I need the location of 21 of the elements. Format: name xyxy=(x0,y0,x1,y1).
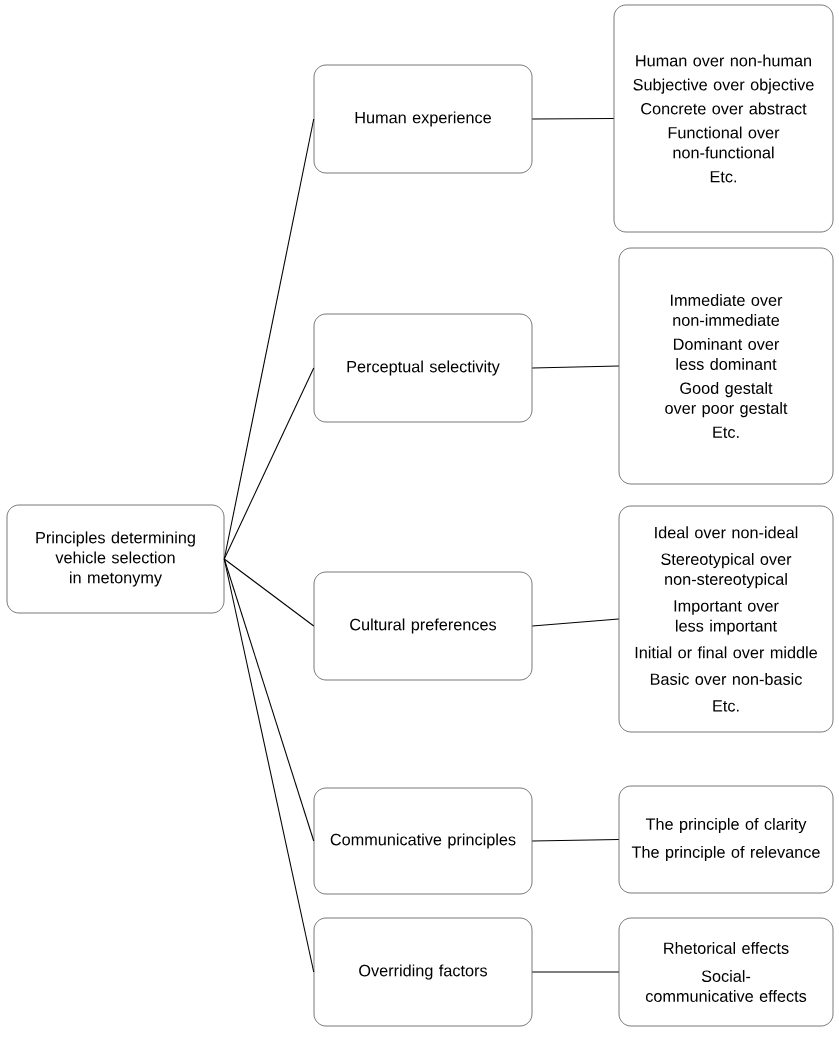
category-box: Perceptual selectivity xyxy=(313,313,533,423)
list-box: Human over non-human Subjective over objective Concrete over abstract Functional over non-functional Etc. xyxy=(613,4,834,233)
connector-line xyxy=(223,558,315,973)
connector-line xyxy=(223,558,315,627)
root-box: Principles determining vehicle selection in metonymy xyxy=(6,504,225,614)
category-box: Human experience xyxy=(313,64,533,174)
connector-line xyxy=(223,558,315,842)
connector-line xyxy=(531,971,620,973)
connector-line xyxy=(223,367,315,560)
list-box: Immediate over non-immediate Dominant over less dominant Good gestalt over poor gestalt Etc. xyxy=(618,247,834,485)
list-box: Rhetorical effects Social-communicative effects xyxy=(618,917,834,1027)
category-box: Cultural preferences xyxy=(313,571,533,681)
list-box: Ideal over non-ideal Stereotypical over non-stereotypical Important over less important Initial or final over middle Basic over non-basic Etc. xyxy=(618,505,834,733)
connector-line xyxy=(531,365,620,369)
list-box: The principle of clarity The principle of relevance xyxy=(618,785,834,894)
connector-line xyxy=(531,618,620,627)
category-box: Communicative principles xyxy=(313,787,533,895)
connector-line xyxy=(531,117,615,120)
connector-line xyxy=(531,838,620,842)
connector-line xyxy=(223,118,315,560)
category-box: Overriding factors xyxy=(313,917,533,1027)
